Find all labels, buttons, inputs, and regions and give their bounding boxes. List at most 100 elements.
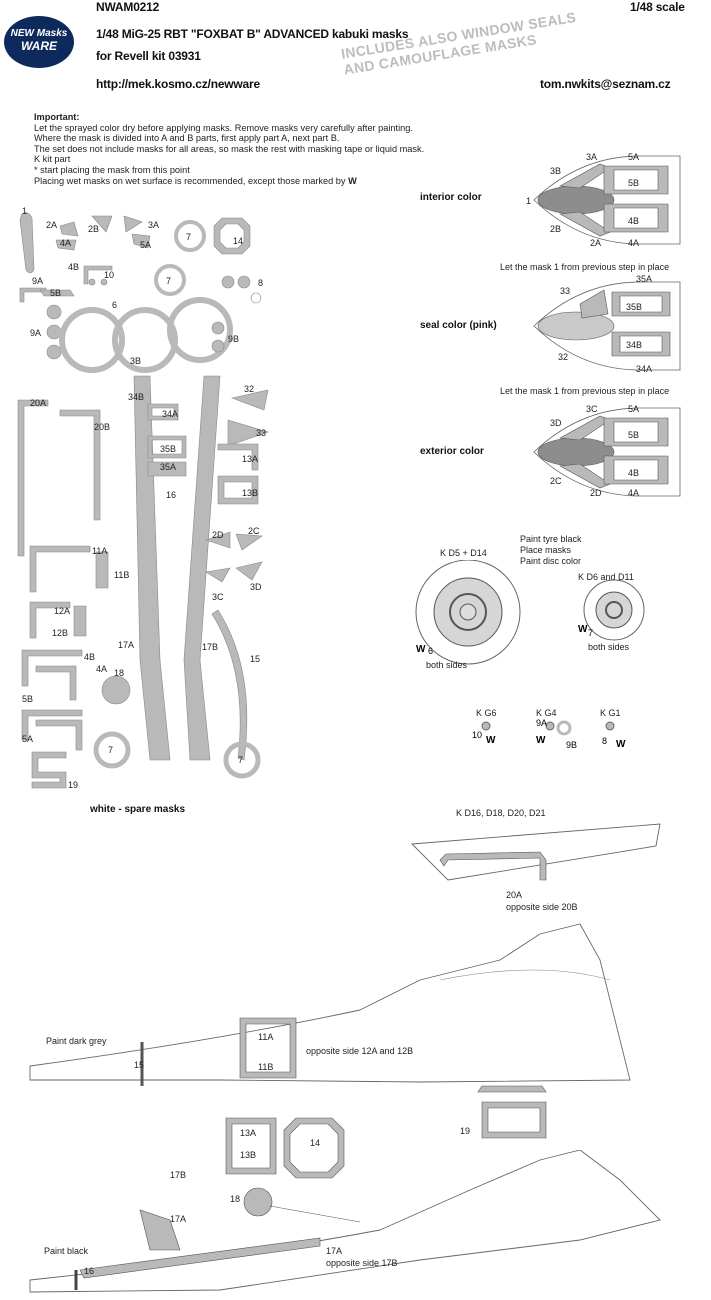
canopy3-label: 3C xyxy=(586,404,598,414)
canopy2-label: 34A xyxy=(636,364,652,374)
mask-19-frame xyxy=(481,1101,547,1139)
canopy1-label: 3B xyxy=(550,166,561,176)
mask-33-piece xyxy=(579,289,609,319)
mask-12a xyxy=(29,601,71,639)
canopy2-label: 34B xyxy=(626,340,642,350)
mask-9b xyxy=(211,321,225,335)
sheet-label: 9A xyxy=(32,276,43,286)
mask-sheet: 1 2A 2B 3A 4A 5A 14 7 4B 10 9A 5B 7 8 6 … xyxy=(17,206,269,790)
w-mark: W xyxy=(486,735,496,746)
newware-logo: NEW Masks WARE xyxy=(4,16,74,68)
mask-4-piece xyxy=(603,455,669,485)
mask-18-part xyxy=(243,1187,273,1217)
sheet-label: 5A xyxy=(140,240,151,250)
canopy1-label: 3A xyxy=(586,152,597,162)
sheet-label: 34A xyxy=(162,409,178,419)
small-parts: 10 W 9A W 9B 8 W xyxy=(472,718,626,750)
mask-19-strip xyxy=(477,1085,547,1093)
mask-1-piece xyxy=(537,311,615,341)
w-mark: W xyxy=(416,644,426,655)
product-code: NWAM0212 xyxy=(96,0,160,14)
mask-3b xyxy=(112,307,178,373)
mask-5-piece xyxy=(603,165,669,195)
sheet-label: 3B xyxy=(130,356,141,366)
mask-7 xyxy=(174,220,206,252)
mask-2c-piece xyxy=(559,463,611,489)
step-interior: interior color xyxy=(420,192,482,203)
mask-10 xyxy=(100,278,108,286)
mask-11b xyxy=(95,551,109,589)
mask-4a xyxy=(55,239,77,251)
fuselage-14: 14 xyxy=(310,1138,321,1148)
sheet-label: 4B xyxy=(68,262,79,272)
canopy2-label: 35B xyxy=(626,302,642,312)
note-line: * start placing the mask from this point xyxy=(34,164,190,175)
fuselage-opposite: opposite side 12A and 12B xyxy=(306,1046,414,1056)
sheet-label: 5B xyxy=(22,694,33,704)
canopy3-label: 4B xyxy=(628,468,639,478)
canopy1-label: 4A xyxy=(628,238,639,248)
sheet-label: 5A xyxy=(22,734,33,744)
note-line: Placing wet masks on wet surface is reco… xyxy=(34,176,504,187)
email-link[interactable]: tom.nwkits@seznam.cz xyxy=(540,77,671,91)
canopy3-label: 3D xyxy=(550,418,562,428)
w-mark: W xyxy=(348,175,357,186)
sheet-label: 17B xyxy=(202,642,218,652)
w-mark: W xyxy=(616,739,626,750)
mask-32 xyxy=(230,389,269,411)
mask-17a xyxy=(133,375,171,761)
product-title: 1/48 MiG-25 RBT "FOXBAT B" ADVANCED kabu… xyxy=(96,27,409,41)
fuselage-top-diagram xyxy=(29,923,631,1093)
canopy2-label: 33 xyxy=(560,286,570,296)
mask-14 xyxy=(213,217,251,255)
mask-7 xyxy=(223,741,261,779)
sheet-label: 32 xyxy=(244,384,254,394)
g4-mask-9b xyxy=(556,720,572,736)
canopy-outline xyxy=(533,407,681,497)
sheet-label: 1 xyxy=(22,206,27,216)
mask-2c xyxy=(235,533,263,551)
mask-4b xyxy=(21,649,83,687)
mask-7 xyxy=(93,731,131,769)
mask-34-piece xyxy=(611,331,671,357)
fuselage-bottom-diagram xyxy=(29,1150,661,1293)
wing-diagram xyxy=(410,823,661,881)
sheet-label: 16 xyxy=(166,490,176,500)
canopy3-label: 5B xyxy=(628,430,639,440)
sheet-label: 11B xyxy=(114,570,129,580)
main-mask-number: 6 xyxy=(428,646,433,656)
mask-18 xyxy=(101,675,131,705)
sheet-label: 3D xyxy=(250,582,262,592)
sheet-label: 2D xyxy=(212,530,224,540)
fuselage-18: 18 xyxy=(230,1194,241,1204)
canopy3-label: 2D xyxy=(590,488,602,498)
sheet-label: 3C xyxy=(212,592,224,602)
mask-2d xyxy=(205,531,231,549)
canopy-diagrams: 3B 3A 5A 5B 4B 1 2B 2A 4A 35A 33 35B 34B… xyxy=(526,152,681,498)
instructions: Important: Let the sprayed color dry bef… xyxy=(34,112,504,186)
mask-5-piece xyxy=(603,417,669,447)
sheet-label: 15 xyxy=(250,654,260,664)
mask-3a xyxy=(123,215,143,233)
sheet-label: 9A xyxy=(30,328,41,338)
mask-10 xyxy=(88,278,96,286)
w-mark: W xyxy=(578,624,588,635)
canopy3-label: 5A xyxy=(628,404,639,414)
mask-3d-piece xyxy=(559,415,611,441)
canopy1-label: 2B xyxy=(550,224,561,234)
wing-parts: K D16, D18, D20, D21 xyxy=(456,808,546,818)
note-let-mask: Let the mask 1 from previous step in pla… xyxy=(500,262,670,272)
wing-outline xyxy=(410,823,661,881)
canopy3-label: 4A xyxy=(628,488,639,498)
mask-13a xyxy=(217,443,259,471)
sheet-label: 19 xyxy=(68,780,78,790)
mask-17a-strip xyxy=(79,1237,321,1279)
wheel-step: Place masks xyxy=(520,545,572,555)
website-link[interactable]: http://mek.kosmo.cz/newware xyxy=(96,77,260,91)
sheet-label: 8 xyxy=(258,278,263,288)
step-exterior: exterior color xyxy=(420,446,484,457)
sheet-label: 4B xyxy=(84,652,95,662)
spare-label: white - spare masks xyxy=(90,804,186,815)
sheet-label: 35A xyxy=(160,462,176,472)
mask-19 xyxy=(31,751,67,789)
